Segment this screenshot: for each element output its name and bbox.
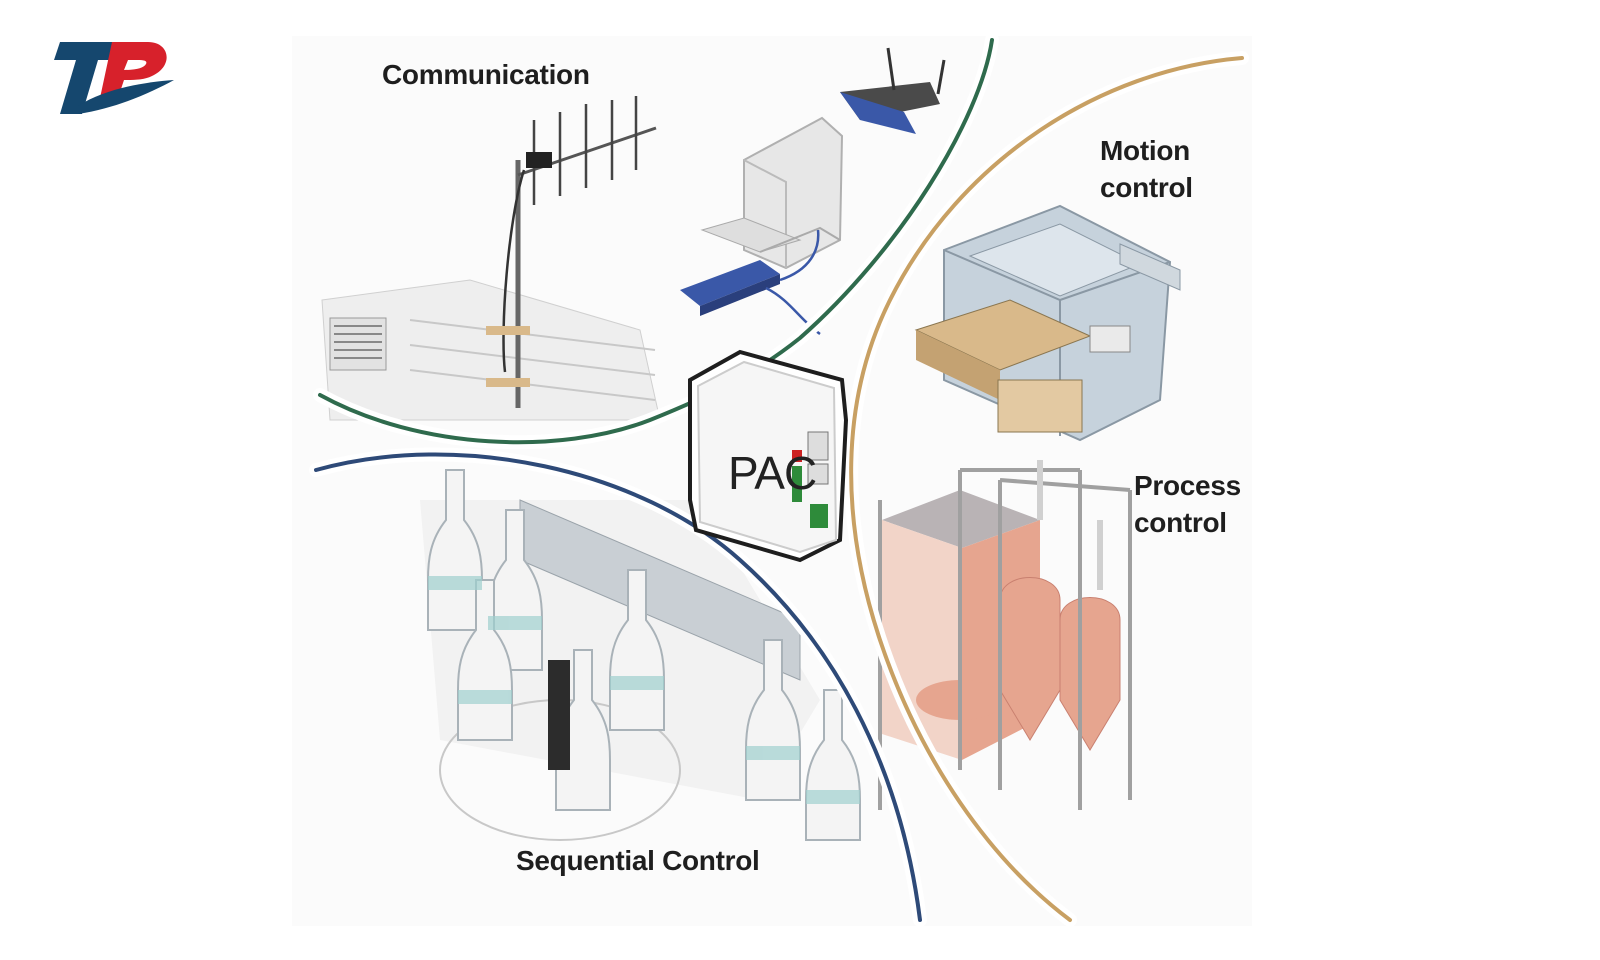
building-wall: [321, 279, 661, 421]
communication-label: Communication: [382, 59, 590, 90]
pac-controller-icon: [688, 349, 849, 563]
process-tank-icon: [878, 460, 1132, 810]
brand-logo: [54, 42, 174, 114]
wireless-router-icon: [840, 47, 946, 134]
motion-control-label: Motion control: [1100, 135, 1193, 203]
pac-label: PAC: [728, 447, 817, 499]
bottle-conveyor: [420, 469, 861, 841]
sequential-control-label: Sequential Control: [516, 845, 760, 876]
cnc-machine-icon: [914, 204, 1181, 442]
yagi-antenna-icon: [486, 96, 657, 408]
process-control-label: Process control: [1134, 470, 1241, 538]
